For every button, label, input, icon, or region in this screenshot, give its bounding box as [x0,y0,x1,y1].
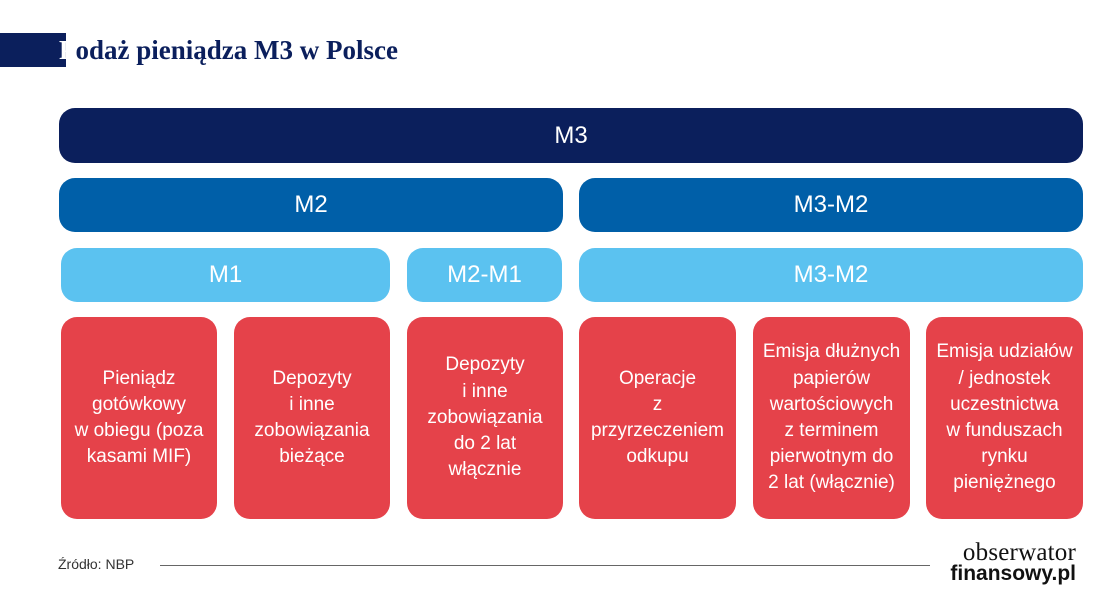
title-text: odaż pieniądza M3 w Polsce [75,35,398,65]
footer-divider [160,565,930,566]
m1-box: M1 [61,248,390,302]
source-label: Źródło: NBP [58,556,135,572]
title-accent-bar [0,33,66,67]
m3-box: M3 [59,108,1083,163]
page-title: Podaż pieniądza M3 w Polsce [59,30,398,70]
brand-logo: obserwator finansowy.pl [950,540,1076,584]
logo-top-text: obserwator [962,539,1076,566]
m3-m2-top-box: M3-M2 [579,178,1083,232]
logo-bottom-text: finansowy.pl [950,562,1076,585]
m2-m1-box: M2-M1 [407,248,562,302]
m3-m2-mid-box: M3-M2 [579,248,1083,302]
m2-box: M2 [59,178,563,232]
title-initial: P [59,35,76,65]
